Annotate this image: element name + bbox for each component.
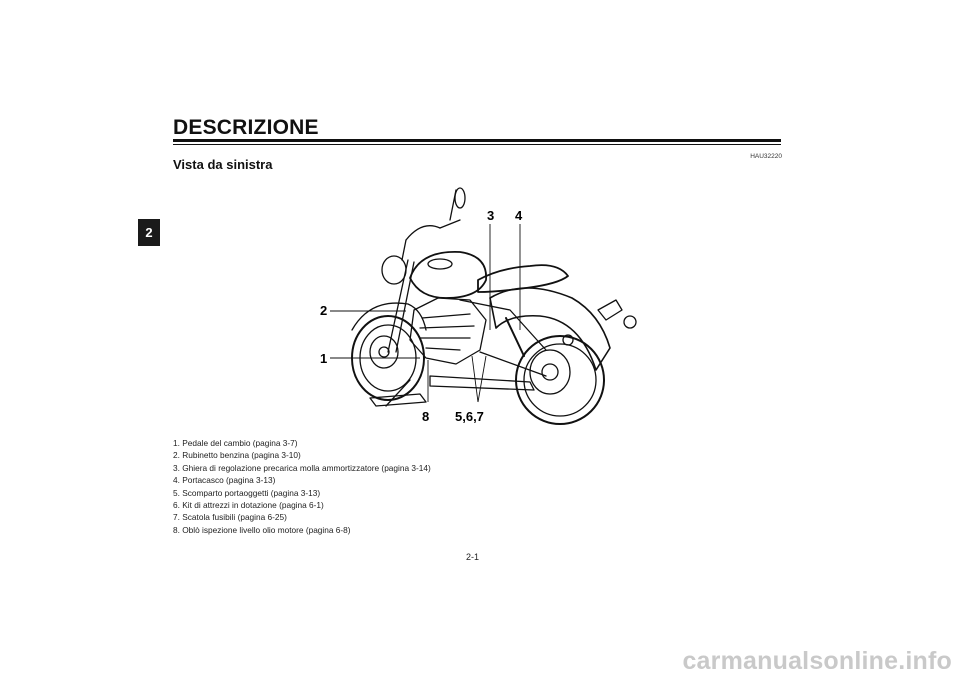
callout-8: 8 [422, 409, 429, 424]
subsection-title: Vista da sinistra [173, 157, 273, 172]
callout-1: 1 [320, 351, 327, 366]
reference-code: HAU32220 [750, 153, 782, 160]
page-number: 2-1 [466, 552, 480, 562]
legend-item: 5. Scomparto portaoggetti (pagina 3-13) [173, 487, 321, 498]
title-rule-thin [173, 144, 781, 145]
rear-wheel [515, 335, 605, 425]
legend-item: 3. Ghiera di regolazione precarica molla… [173, 462, 431, 473]
motorcycle-illustration: 2 1 3 4 8 5,6,7 [320, 187, 637, 425]
chapter-tab: 2 [138, 219, 160, 246]
legend-item: 6. Kit di attrezzi in dotazione (pagina … [173, 500, 324, 511]
legend-item: 4. Portacasco (pagina 3-13) [173, 475, 276, 486]
watermark: carmanualsonline.info [682, 647, 952, 675]
title-rule-thick [173, 139, 781, 142]
callout-3: 3 [487, 208, 494, 223]
parts-legend: 1. Pedale del cambio (pagina 3-7) 2. Rub… [173, 437, 431, 536]
section-title: DESCRIZIONE [173, 116, 319, 139]
callout-5-6-7: 5,6,7 [455, 409, 484, 424]
legend-item: 1. Pedale del cambio (pagina 3-7) [173, 438, 298, 448]
legend-item: 8. Oblò ispezione livello olio motore (p… [173, 524, 351, 535]
legend-item: 2. Rubinetto benzina (pagina 3-10) [173, 450, 301, 461]
legend-item: 7. Scatola fusibili (pagina 6-25) [173, 512, 287, 523]
callout-2: 2 [320, 303, 327, 318]
callout-4: 4 [515, 208, 523, 223]
